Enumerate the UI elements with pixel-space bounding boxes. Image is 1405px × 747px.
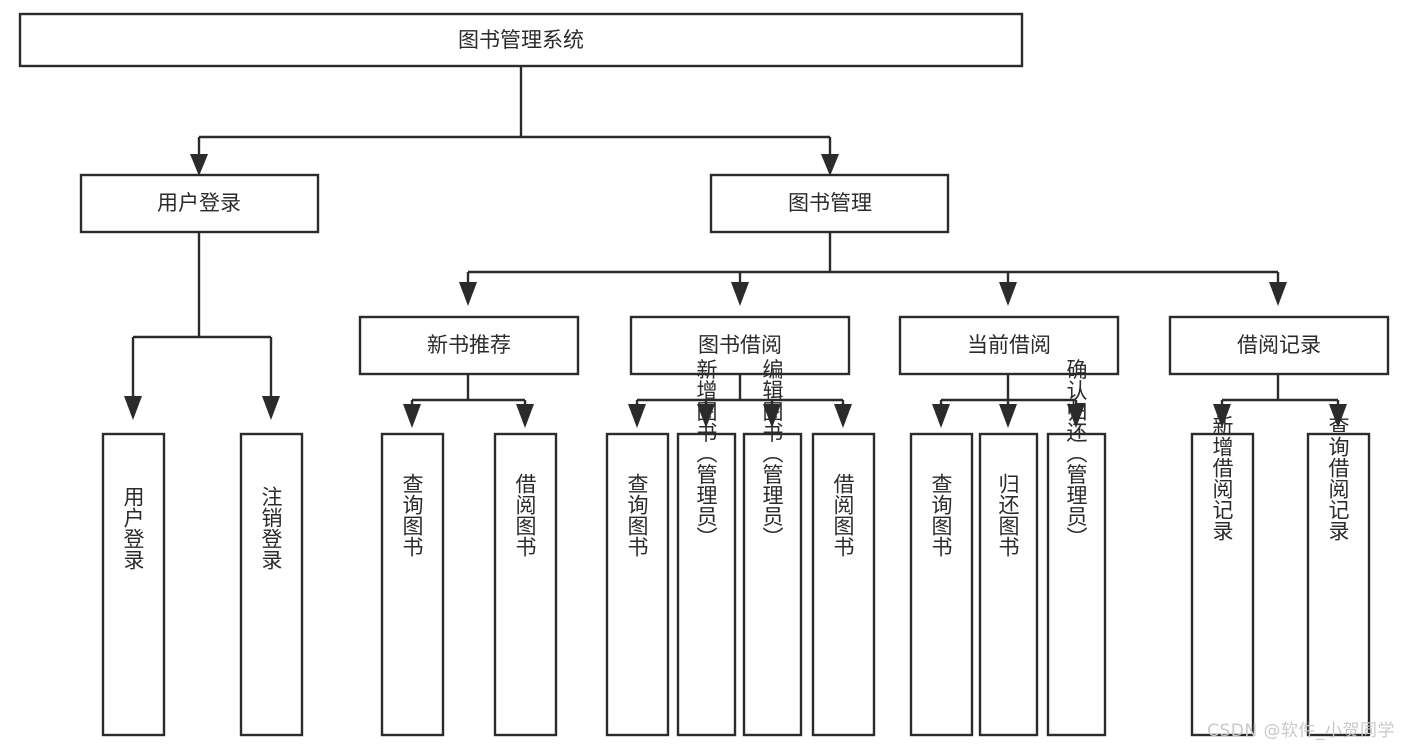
connector-userlogin-to-leaves [124,232,280,420]
node-leaf-add-record[interactable]: 新增借阅记录 [1190,415,1255,737]
connector-record-to-leaves [1213,374,1347,428]
node-leaf-return-book-label: 归还图书 [996,473,1020,557]
node-leaf-query-book-3[interactable]: 查询图书 [909,432,974,737]
node-new-book-recommend[interactable]: 新书推荐 [358,315,580,376]
node-borrow-record[interactable]: 借阅记录 [1168,315,1390,376]
node-leaf-borrow-book-2[interactable]: 借阅图书 [811,432,876,737]
connectors-layer [124,66,1347,428]
node-leaf-edit-book-label: 编辑图书（管理员） [760,359,784,548]
node-book-manage-label: 图书管理 [788,191,872,215]
node-leaf-user-login-label: 用户登录 [121,486,145,570]
node-leaf-user-login[interactable]: 用户登录 [101,432,166,737]
node-leaf-query-book-2[interactable]: 查询图书 [605,432,670,737]
node-leaf-query-record-label: 查询借阅记录 [1326,415,1350,541]
node-leaf-add-book[interactable]: 新增图书（管理员） [676,359,737,737]
node-book-borrow[interactable]: 图书借阅 [629,315,851,376]
connector-borrow-to-leaves [628,374,852,428]
node-root[interactable]: 图书管理系统 [18,12,1024,68]
node-leaf-query-book-3-label: 查询图书 [929,473,953,557]
node-current-borrow-label: 当前借阅 [967,333,1051,357]
node-leaf-add-record-label: 新增借阅记录 [1210,415,1234,541]
node-leaf-query-book-1-label: 查询图书 [400,473,424,557]
node-leaf-borrow-book-2-label: 借阅图书 [831,473,855,557]
node-leaf-logout[interactable]: 注销登录 [239,432,304,737]
connector-bookmanage-to-level2 [459,232,1287,306]
node-leaf-return-book[interactable]: 归还图书 [978,432,1039,737]
connector-root-to-level1 [190,66,839,176]
node-leaf-edit-book[interactable]: 编辑图书（管理员） [742,359,803,737]
node-leaf-borrow-book-1-label: 借阅图书 [513,473,537,557]
node-leaf-query-book-2-label: 查询图书 [625,473,649,557]
connector-recommend-to-leaves [403,374,534,428]
node-leaf-confirm-return[interactable]: 确认归还（管理员） [1046,359,1107,737]
node-current-borrow[interactable]: 当前借阅 [898,315,1120,376]
node-leaf-logout-label: 注销登录 [259,486,283,570]
node-leaf-confirm-return-label: 确认归还（管理员） [1064,359,1088,548]
csdn-watermark: CSDN @软件_小贺同学 [1207,721,1395,741]
node-root-label: 图书管理系统 [458,28,584,52]
node-new-book-recommend-label: 新书推荐 [427,333,511,357]
connector-current-to-leaves [932,374,1085,428]
node-leaf-query-record[interactable]: 查询借阅记录 [1306,415,1371,737]
node-book-manage[interactable]: 图书管理 [709,173,950,234]
node-user-login[interactable]: 用户登录 [79,173,320,234]
node-book-borrow-label: 图书借阅 [698,333,782,357]
node-leaf-add-book-label: 新增图书（管理员） [694,359,718,548]
node-leaf-query-book-1[interactable]: 查询图书 [380,432,445,737]
node-leaf-borrow-book-1[interactable]: 借阅图书 [493,432,558,737]
node-user-login-label: 用户登录 [157,191,241,215]
node-borrow-record-label: 借阅记录 [1237,333,1321,357]
